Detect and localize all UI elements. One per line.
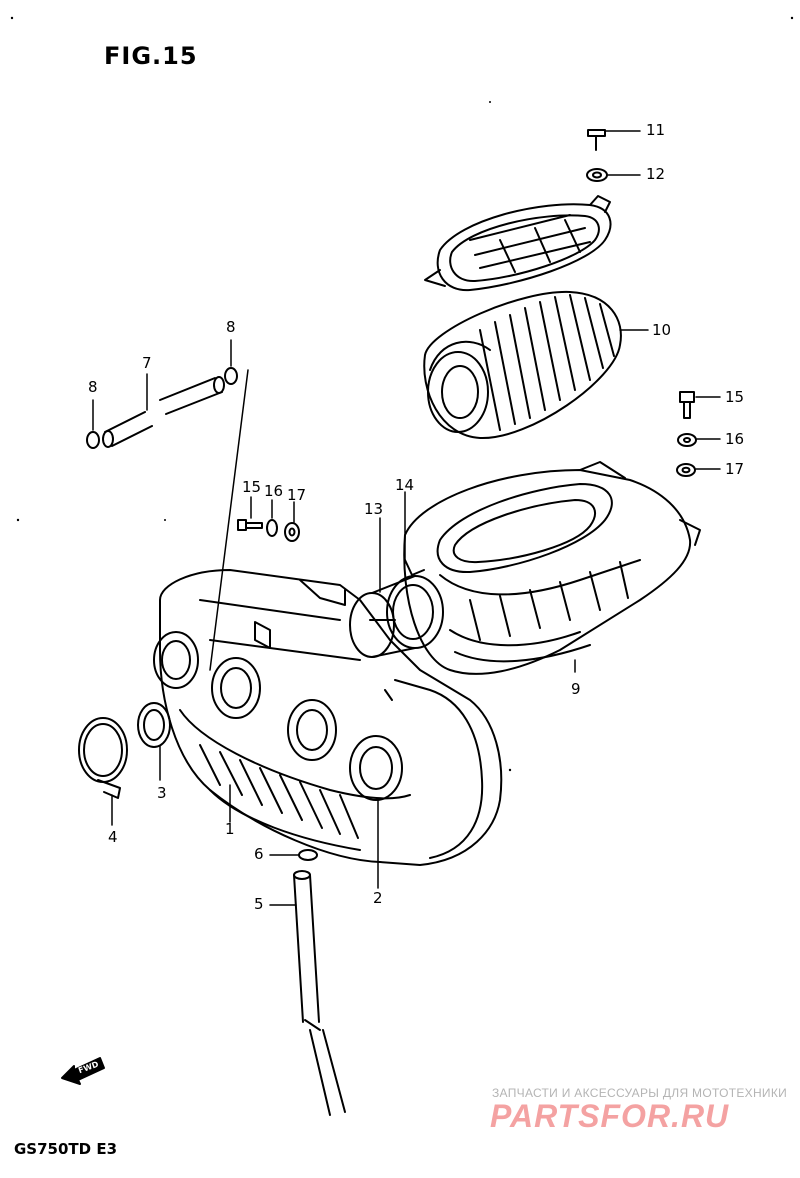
part-2-intake-boots bbox=[153, 631, 403, 889]
callout-8-right: 8 bbox=[226, 318, 236, 336]
callout-17-center: 17 bbox=[287, 486, 307, 504]
callout-3: 3 bbox=[157, 784, 167, 802]
part-9-air-cleaner-case bbox=[403, 461, 701, 675]
part-7-hose bbox=[102, 373, 225, 448]
callout-11: 11 bbox=[646, 121, 666, 139]
part-3-band bbox=[137, 702, 171, 781]
callout-12: 12 bbox=[646, 165, 666, 183]
callout-2: 2 bbox=[373, 889, 383, 907]
callout-15-center: 15 bbox=[242, 478, 262, 496]
part-8-clip-right bbox=[209, 339, 249, 671]
model-code: GS750TD E3 bbox=[14, 1140, 118, 1158]
part-1-air-box bbox=[159, 569, 503, 866]
watermark-brand[interactable]: PARTSFOR.RU bbox=[490, 1098, 730, 1134]
callout-7: 7 bbox=[142, 354, 152, 372]
part-16-cushion-center bbox=[266, 499, 278, 537]
callout-13: 13 bbox=[364, 500, 384, 518]
part-11-bolt bbox=[587, 129, 641, 151]
air-cleaner-cover bbox=[424, 195, 612, 292]
fwd-arrow-icon bbox=[61, 1057, 105, 1085]
callout-4: 4 bbox=[108, 828, 118, 846]
part-15-bolt-right bbox=[679, 391, 721, 419]
part-4-clamp bbox=[78, 717, 128, 826]
figure-title: FIG.15 bbox=[104, 42, 198, 70]
callout-16-center: 16 bbox=[264, 482, 284, 500]
callout-15-right: 15 bbox=[725, 388, 745, 406]
callout-14: 14 bbox=[395, 476, 415, 494]
scan-dots bbox=[10, 16, 794, 772]
part-5-drain-hose bbox=[269, 870, 346, 1116]
part-12-washer bbox=[586, 168, 641, 182]
part-10-filter-element bbox=[423, 290, 649, 440]
callout-17-right: 17 bbox=[725, 460, 745, 478]
part-8-clip-left bbox=[86, 399, 100, 449]
watermark-subtitle: ЗАПЧАСТИ И АКСЕССУАРЫ ДЛЯ МОТОТЕХНИКИ bbox=[492, 1086, 788, 1100]
part-13-14-connector bbox=[349, 491, 444, 658]
callout-16-right: 16 bbox=[725, 430, 745, 448]
callout-8-left: 8 bbox=[88, 378, 98, 396]
part-16-cushion-right bbox=[677, 433, 721, 447]
callout-1: 1 bbox=[225, 820, 235, 838]
callout-6: 6 bbox=[254, 845, 264, 863]
part-17-washer-center bbox=[284, 501, 300, 542]
part-17-washer-right bbox=[676, 463, 721, 477]
callout-9: 9 bbox=[571, 680, 581, 698]
part-15-bolt-center bbox=[237, 496, 263, 531]
callout-5: 5 bbox=[254, 895, 264, 913]
callout-10: 10 bbox=[652, 321, 672, 339]
part-6-clip bbox=[269, 849, 318, 861]
